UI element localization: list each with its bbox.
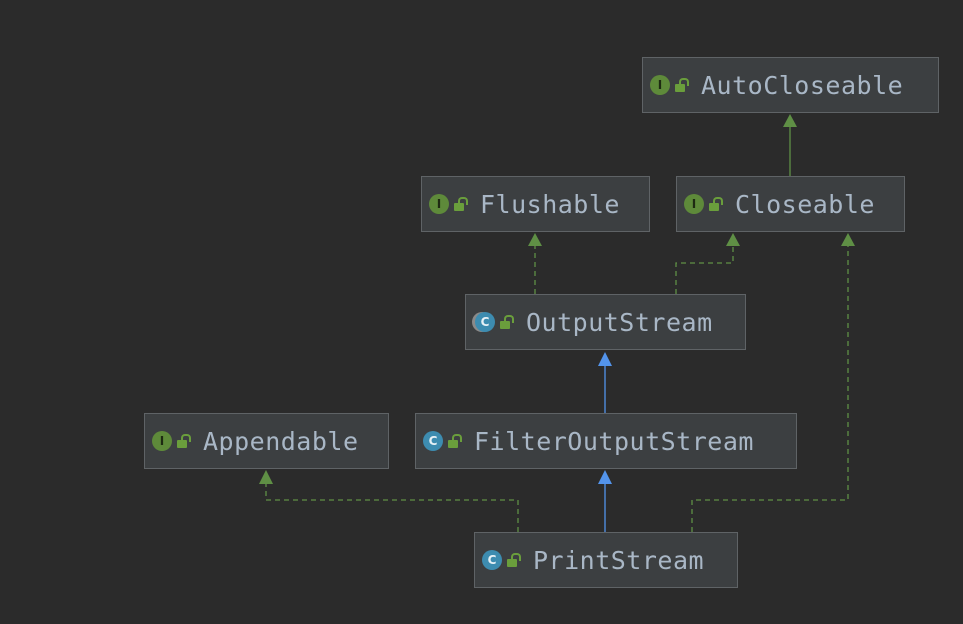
node-label: Flushable (480, 189, 620, 219)
node-label: AutoCloseable (701, 70, 904, 100)
public-lock-icon (708, 196, 723, 212)
class-node-outputstream[interactable]: C OutputStream (465, 294, 746, 350)
class-node-appendable[interactable]: I Appendable (144, 413, 389, 469)
class-node-closeable[interactable]: I Closeable (676, 176, 905, 232)
node-label: FilterOutputStream (474, 426, 754, 456)
edge-outputstream-to-flushable (528, 233, 542, 294)
interface-icon: I (650, 75, 670, 95)
interface-icon: I (152, 431, 172, 451)
edge-closeable-to-autocloseable (783, 114, 797, 176)
public-lock-icon (447, 433, 462, 449)
class-node-printstream[interactable]: C PrintStream (474, 532, 738, 588)
class-icon: C (423, 431, 443, 451)
abstract-class-icon: C (475, 312, 495, 332)
class-node-autocloseable[interactable]: I AutoCloseable (642, 57, 939, 113)
public-lock-icon (674, 77, 689, 93)
edge-printstream-to-closeable (691, 233, 855, 532)
public-lock-icon (506, 552, 521, 568)
public-lock-icon (499, 314, 514, 330)
edge-printstream-to-filteroutputstream (598, 470, 612, 532)
interface-icon: I (684, 194, 704, 214)
class-node-filteroutputstream[interactable]: C FilterOutputStream (415, 413, 797, 469)
node-label: Closeable (735, 189, 875, 219)
node-label: OutputStream (526, 307, 713, 337)
edge-filteroutputstream-to-outputstream (598, 352, 612, 413)
node-label: Appendable (203, 426, 359, 456)
edge-printstream-to-appendable (259, 470, 519, 532)
public-lock-icon (176, 433, 191, 449)
public-lock-icon (453, 196, 468, 212)
node-label: PrintStream (533, 545, 705, 575)
edge-outputstream-to-closeable (675, 233, 740, 294)
class-icon: C (482, 550, 502, 570)
class-node-flushable[interactable]: I Flushable (421, 176, 650, 232)
interface-icon: I (429, 194, 449, 214)
